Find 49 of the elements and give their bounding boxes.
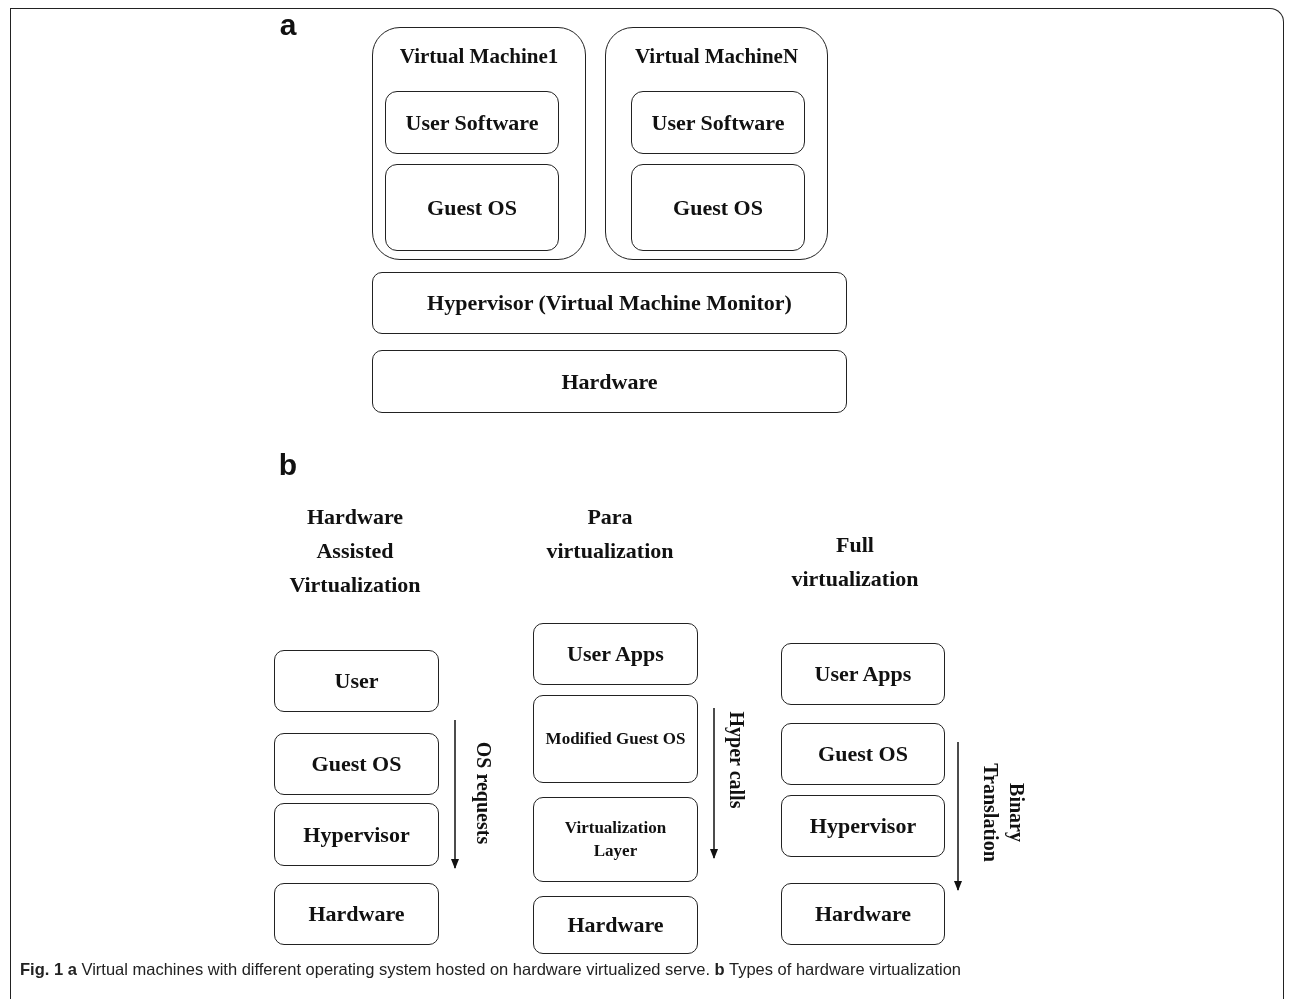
layer-box: [385, 91, 559, 154]
box-label: Hardware: [567, 911, 664, 940]
box-label: Guest OS: [673, 193, 763, 222]
box-label: Guest OS: [311, 750, 402, 779]
flow-label: OS requests: [471, 740, 496, 847]
layer-box: [781, 883, 945, 945]
box-label: Guest OS: [818, 740, 908, 769]
box-label: Modified Guest OS: [545, 727, 686, 750]
box-label: User: [334, 667, 379, 696]
layer-box: [533, 695, 698, 783]
box-label: Hypervisor: [809, 812, 917, 841]
box-label: Hardware: [308, 900, 405, 929]
layer-box: [274, 883, 439, 945]
layer-box: [533, 896, 698, 954]
column-title: Para virtualization: [545, 503, 675, 566]
layer-box: [372, 350, 847, 413]
panel-letter: b: [277, 447, 299, 483]
layer-box: [781, 643, 945, 705]
column-title: Hardware Assisted Virtualization: [288, 503, 422, 600]
layer-box: [533, 797, 698, 882]
flow-label: Binary Translation: [979, 762, 1029, 864]
box-label: Hardware: [814, 900, 912, 929]
figure-caption: Fig. 1 a Virtual machines with different operating system hosted on hardware virtualized serve. b Types of hardware virtualization: [20, 960, 961, 979]
box-label: User Software: [405, 108, 539, 137]
box-label: Hypervisor: [303, 820, 410, 849]
layer-box: [631, 164, 805, 251]
box-label: User Apps: [814, 660, 912, 689]
box-label: User Software: [651, 108, 785, 137]
layer-box: [372, 272, 847, 334]
layer-box: [533, 623, 698, 685]
layer-box: [631, 91, 805, 154]
layer-box: [274, 803, 439, 866]
box-label: User Apps: [567, 640, 664, 669]
box-label: Hypervisor (Virtual Machine Monitor): [427, 289, 792, 318]
virtual-machine-box: [372, 27, 586, 260]
virtual-machine-box: [605, 27, 828, 260]
box-label: Virtual MachineN: [634, 43, 799, 70]
layer-box: [385, 164, 559, 251]
box-label: Guest OS: [427, 193, 517, 222]
layer-box: [781, 723, 945, 785]
box-label: Virtual Machine1: [399, 43, 559, 70]
box-label: Virtualization Layer: [563, 816, 668, 862]
panel-letter: a: [278, 7, 298, 43]
column-title: Full virtualization: [790, 531, 920, 594]
layer-box: [274, 733, 439, 795]
layer-box: [781, 795, 945, 857]
box-label: Hardware: [561, 367, 658, 396]
flow-label: Hyper calls: [724, 710, 749, 811]
layer-box: [274, 650, 439, 712]
